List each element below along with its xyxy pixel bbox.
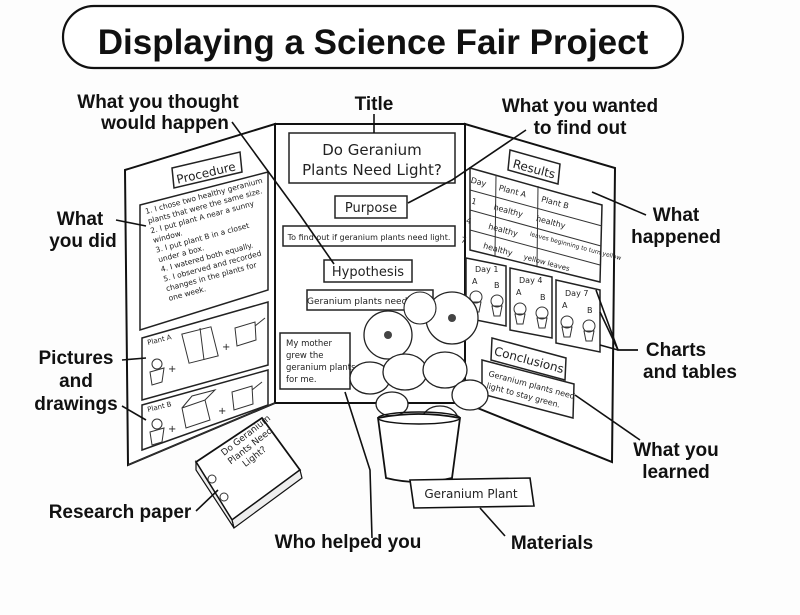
results-cell: 1 [470, 197, 477, 207]
research-paper: Do Geranium Plants Need Light? [194, 414, 303, 530]
day-card: Day 4 A B [509, 267, 553, 339]
day-card-label: Day 4 [519, 276, 542, 285]
day-card-a: A [516, 288, 522, 297]
helper-note-line-2: grew the [286, 351, 324, 361]
callout-what-happened-2: happened [631, 227, 721, 248]
board-title-box: Do Geranium Plants Need Light? [288, 132, 456, 184]
callout-what-you-thought-1: What you thought [77, 92, 239, 113]
plant-sign: Geranium Plant [409, 477, 535, 509]
hypothesis-heading: Hypothesis [332, 265, 404, 280]
plant-sign-text: Geranium Plant [424, 487, 518, 501]
geranium-flowers [349, 291, 489, 435]
hypothesis-section: Hypothesis Geranium plants need light. [306, 259, 434, 311]
helper-note: My mother grew the geranium plants for m… [279, 332, 356, 390]
callout-pictures-3: drawings [34, 394, 117, 415]
hypothesis-text: Geranium plants need light. [307, 297, 433, 307]
page-title: Displaying a Science Fair Project [98, 23, 649, 62]
plant-b-pictures: Plant B + + [141, 369, 269, 452]
board-title-line-1: Do Geranium [322, 141, 422, 159]
day-card: Day 7 A B [555, 279, 601, 353]
results-header-day: Day [470, 176, 488, 189]
day-card-a: A [562, 301, 568, 310]
day-card-label: Day 1 [475, 265, 498, 274]
day-card-label: Day 7 [565, 289, 588, 298]
callout-charts-2: and tables [643, 362, 737, 383]
callout-what-you-wanted-1: What you wanted [502, 96, 658, 117]
purpose-section: Purpose To find out if geranium plants n… [282, 195, 456, 247]
callout-title: Title [355, 94, 394, 115]
callout-who-helped: Who helped you [275, 532, 422, 553]
day-card-b: B [494, 281, 500, 290]
board-title-line-2: Plants Need Light? [302, 161, 442, 179]
results-table: Day Plant A Plant B 1 healthy healthy 4 … [460, 167, 622, 283]
leader-lines [115, 114, 647, 539]
callout-charts-1: Charts [646, 340, 706, 361]
callout-materials: Materials [511, 533, 593, 554]
purpose-heading: Purpose [345, 201, 397, 216]
day-card-b: B [540, 293, 546, 302]
day-card-b: B [587, 306, 593, 315]
svg-text:+: + [168, 364, 176, 375]
callout-what-you-wanted-2: to find out [534, 118, 628, 139]
conclusions-section: Conclusions Geranium plants need light t… [481, 337, 576, 419]
title-banner: Displaying a Science Fair Project [61, 4, 685, 70]
day-card-a: A [472, 277, 478, 286]
callout-labels: What you thought would happen Title What… [34, 92, 737, 554]
helper-note-line-3: geranium plants [286, 363, 356, 373]
helper-note-line-1: My mother [286, 339, 332, 349]
callout-what-you-did-1: What [57, 209, 104, 230]
callout-what-happened-1: What [653, 205, 700, 226]
flower-pot [376, 413, 462, 483]
purpose-text: To find out if geranium plants need ligh… [287, 233, 451, 242]
svg-text:+: + [222, 342, 230, 353]
geranium-plant [349, 291, 489, 483]
callout-what-you-thought-2: would happen [100, 113, 229, 134]
callout-learned-1: What you [633, 440, 719, 461]
helper-note-line-4: for me. [286, 375, 317, 385]
results-cell: 7 [460, 235, 467, 245]
callout-learned-2: learned [642, 462, 710, 483]
svg-text:+: + [218, 406, 226, 417]
callout-what-you-did-2: you did [49, 231, 117, 252]
callout-pictures-2: and [59, 371, 93, 392]
callout-research-paper: Research paper [49, 502, 192, 523]
callout-pictures-1: Pictures [39, 348, 114, 369]
plant-a-pictures: Plant A + + [141, 301, 269, 401]
svg-text:+: + [168, 424, 176, 435]
results-cell: 4 [465, 216, 472, 226]
